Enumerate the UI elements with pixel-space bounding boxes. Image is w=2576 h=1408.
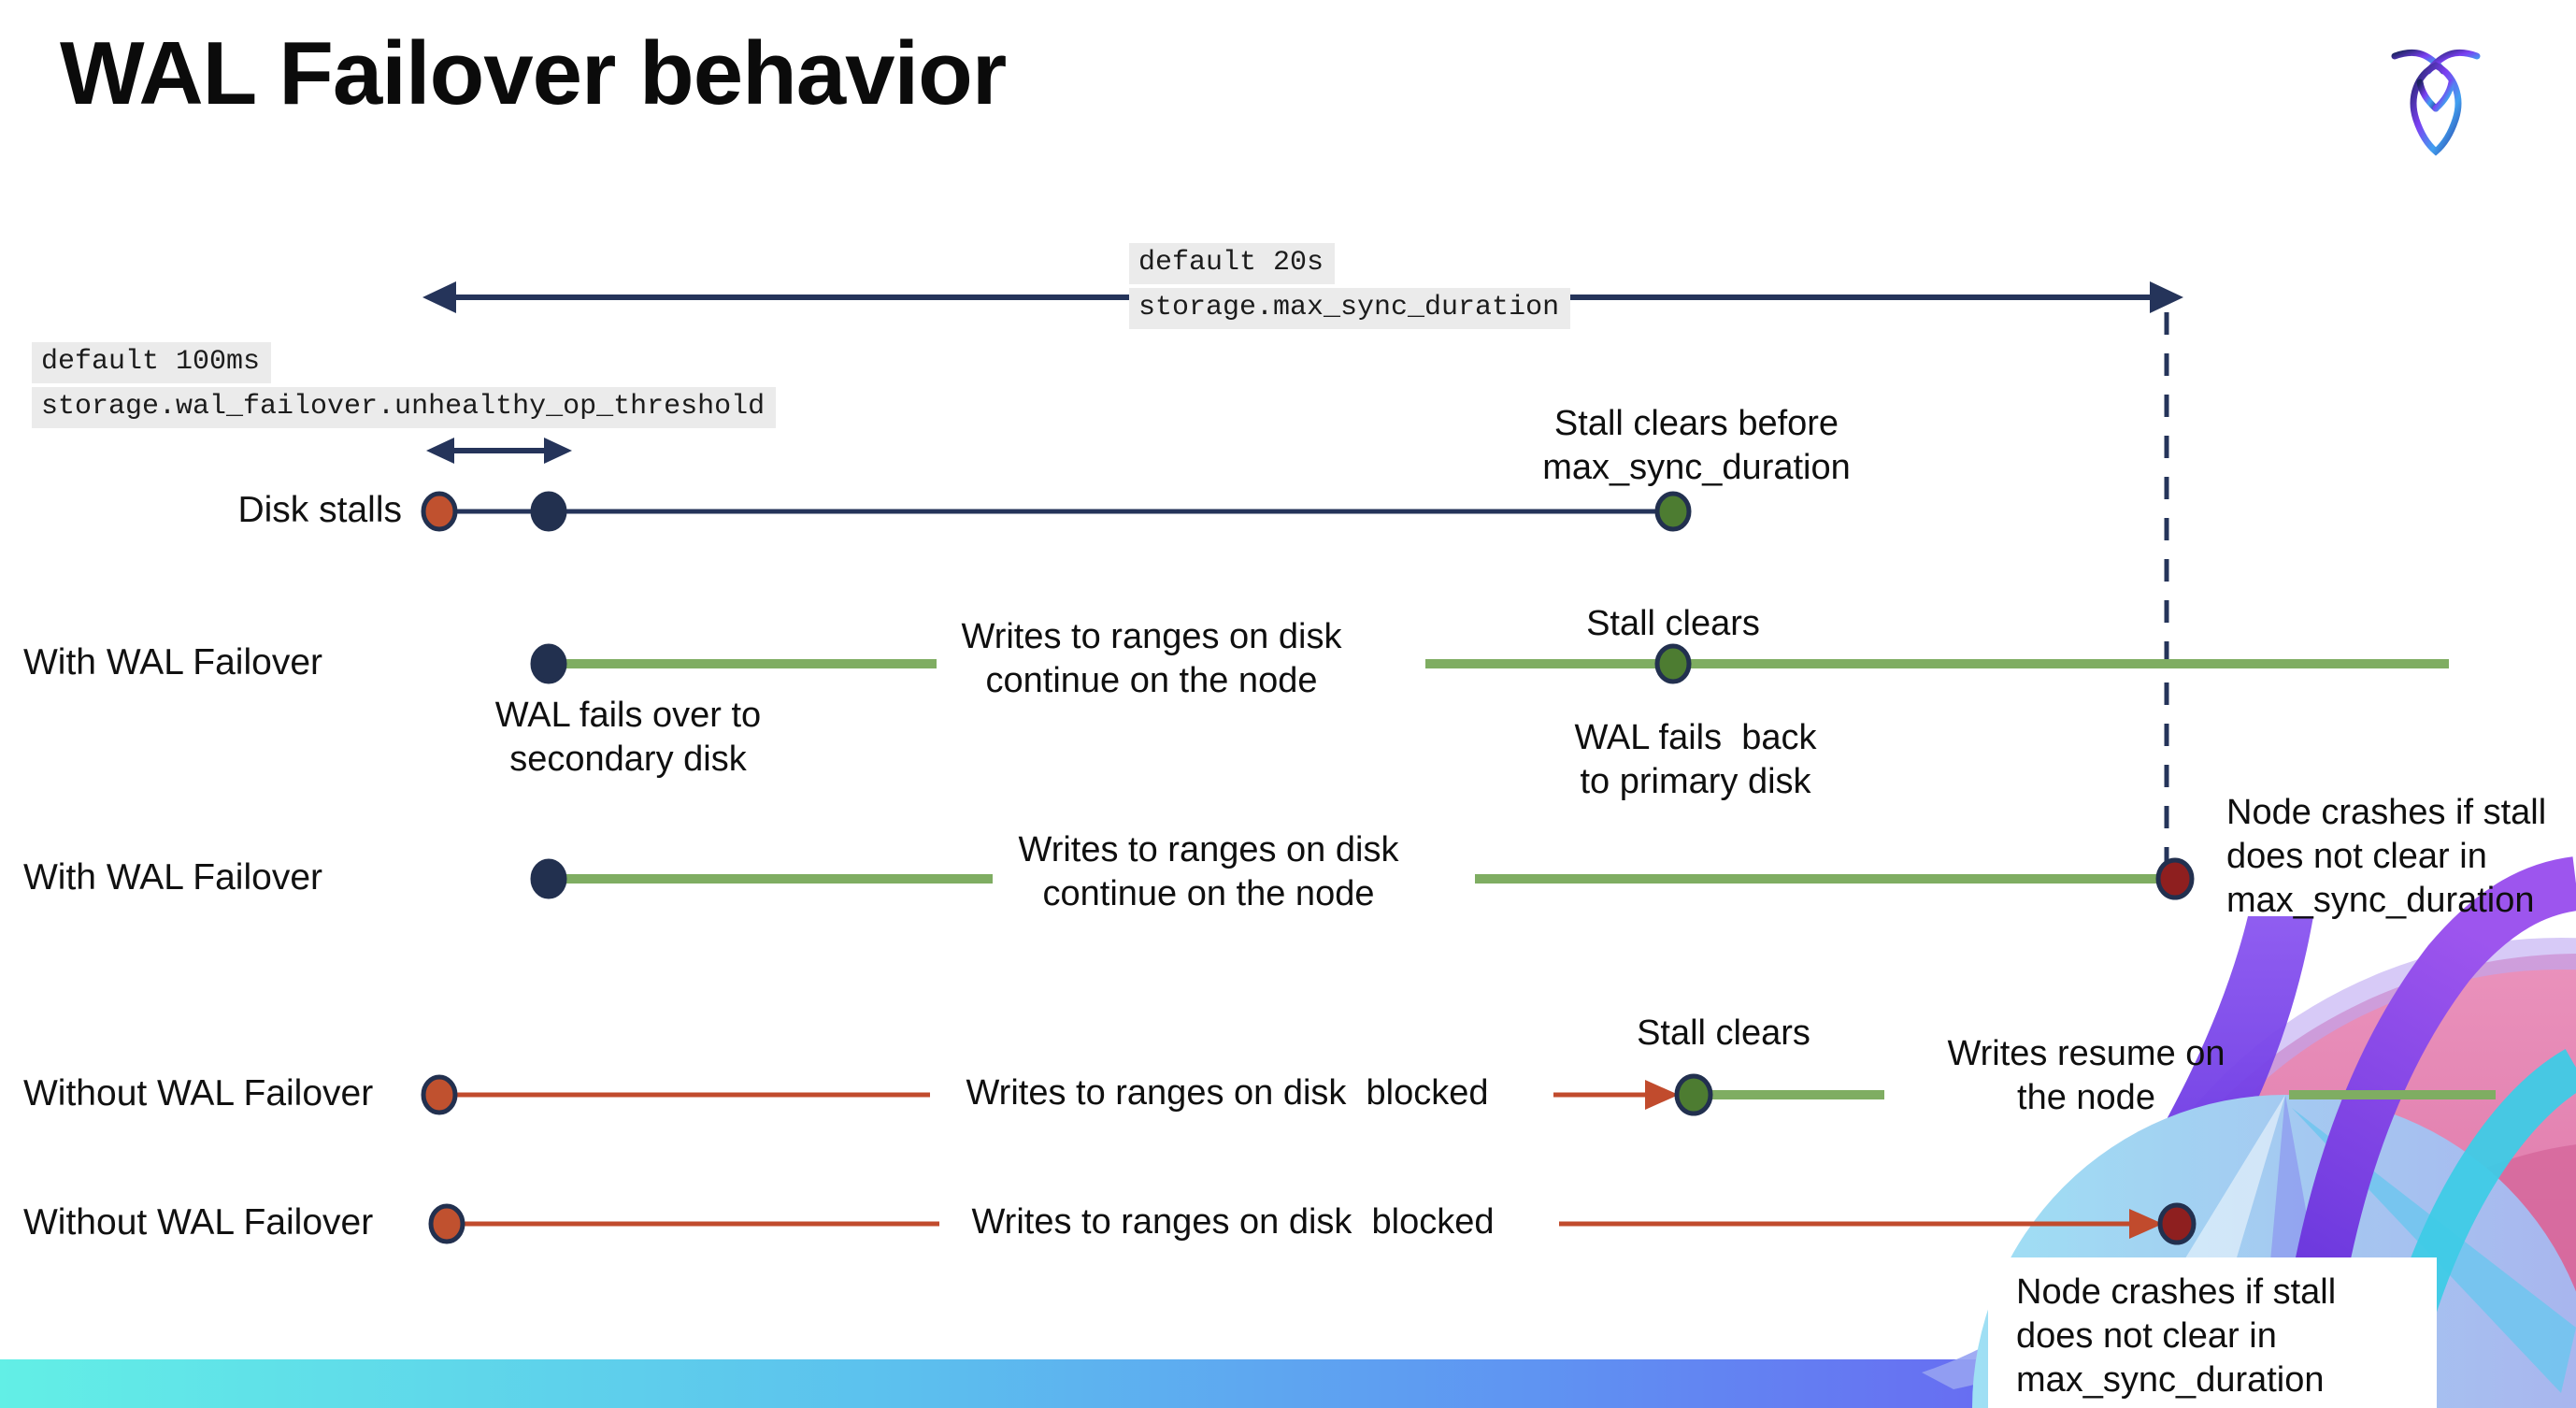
row-label-with-wal-failover-1: With WAL Failover: [23, 642, 322, 682]
row-label-with-wal-failover-2: With WAL Failover: [23, 857, 322, 898]
stall-clears-label-2: Stall clears: [1637, 1013, 1810, 1053]
max-sync-setting-name: storage.max_sync_duration: [1129, 288, 1571, 329]
timeline-with-wal-failover-crash: [530, 857, 2195, 900]
node-crashes-label-1: Node crashes if stall does not clear in …: [2226, 793, 2547, 920]
node-crash-dot: [2155, 857, 2195, 900]
node-crash-callout-box: Node crashes if stall does not clear in …: [1988, 1257, 2437, 1408]
row-label-disk-stalls: Disk stalls: [237, 490, 402, 530]
stall-start-dot: [428, 1203, 465, 1244]
unhealthy-op-setting-name: storage.wal_failover.unhealthy_op_thresh…: [32, 387, 777, 428]
wal-fails-back-label: WAL fails back to primary disk: [1574, 718, 1817, 801]
writes-blocked-label-2: Writes to ranges on disk blocked: [971, 1202, 1495, 1242]
page-title: WAL Failover behavior: [60, 23, 1007, 123]
stall-clears-dot: [1654, 643, 1692, 684]
stall-start-dot: [421, 1074, 458, 1115]
timeline-without-wal-failover-clears: [421, 1073, 2496, 1116]
timeline-with-wal-failover-clears: [530, 643, 2449, 684]
stall-start-dot: [421, 491, 458, 532]
writes-continue-label-2: Writes to ranges on disk continue on the…: [1018, 830, 1399, 913]
wal-fails-over-label: WAL fails over to secondary disk: [494, 696, 762, 779]
cockroachdb-logo-icon: [2391, 49, 2481, 156]
unhealthy-op-threshold-arrow: [426, 438, 572, 464]
node-crashes-label-2: Node crashes if stall does not clear in …: [2016, 1272, 2337, 1400]
timeline-without-wal-failover-crash: [428, 1202, 2197, 1245]
writes-blocked-label-1: Writes to ranges on disk blocked: [966, 1073, 1489, 1113]
timeline-disk-stalls: [421, 491, 1692, 532]
failover-dot: [530, 643, 567, 684]
row-label-without-wal-failover-1: Without WAL Failover: [23, 1073, 374, 1113]
stall-clears-dot: [1654, 491, 1692, 532]
stall-clears-label-1: Stall clears: [1586, 604, 1760, 643]
node-crash-dot: [2157, 1202, 2197, 1245]
max-sync-duration-callout: default 20s storage.max_sync_duration: [1129, 243, 1571, 333]
writes-resume-label: Writes resume on the node: [1947, 1034, 2225, 1117]
writes-continue-label-1: Writes to ranges on disk continue on the…: [961, 617, 1342, 700]
stall-clears-before-label: Stall clears before max_sync_duration: [1542, 404, 1851, 487]
unhealthy-op-default-value: default 100ms: [32, 342, 272, 383]
stall-clears-dot: [1674, 1073, 1713, 1116]
threshold-dot: [530, 491, 567, 532]
failover-dot: [530, 858, 567, 899]
unhealthy-op-threshold-callout: default 100ms storage.wal_failover.unhea…: [32, 342, 777, 432]
row-label-without-wal-failover-2: Without WAL Failover: [23, 1202, 374, 1243]
max-sync-default-value: default 20s: [1129, 243, 1336, 284]
